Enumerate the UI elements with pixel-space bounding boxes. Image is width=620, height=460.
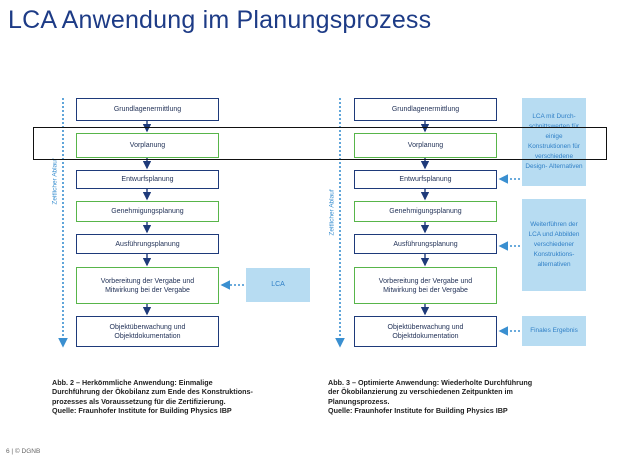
side2-line4: verschiedener: [533, 241, 575, 248]
side2-line6: alternativen: [537, 261, 571, 268]
left-step-vergabe-line2: Mitwirkung bei der Vergabe: [105, 286, 190, 294]
side1-line6: Design-: [525, 163, 548, 170]
left-step-entwurfsplanung: Entwurfsplanung: [76, 170, 219, 189]
left-step-ausfuehrungsplanung: Ausführungsplanung: [76, 234, 219, 254]
side3-line2: Ergebnis: [552, 327, 578, 334]
left-step-objekt-line2: Objektdokumentation: [114, 332, 181, 340]
side1-line1: LCA mit Durch-: [532, 113, 576, 120]
right-step-vergabe-line2: Mitwirkung bei der Vergabe: [383, 286, 468, 294]
right-side-box-weiterfuehren: Weiterführen der LCA und Abbilden versch…: [522, 199, 586, 291]
side1-line3: für einige: [545, 123, 580, 140]
left-caption: Abb. 2 – Herkömmliche Anwendung: Einmali…: [52, 378, 253, 416]
left-caption-line2: Durchführung der Ökobilanz zum Ende des …: [52, 387, 253, 397]
side1-line7: Alternativen: [548, 163, 583, 170]
side1-line5: für verschiedene: [534, 143, 580, 160]
side1-line4: Konstruktionen: [528, 143, 571, 150]
left-step-vorplanung: Vorplanung: [76, 133, 219, 158]
right-step-genehmigungsplanung: Genehmigungsplanung: [354, 201, 497, 222]
right-caption-line4: Quelle: Fraunhofer Institute for Buildin…: [328, 406, 508, 416]
side2-line3: Abbilden: [554, 231, 580, 238]
right-step-objekt-line2: Objektdokumentation: [392, 332, 459, 340]
left-caption-line4: Quelle: Fraunhofer Institute for Buildin…: [52, 406, 232, 416]
left-caption-line3: prozesses als Voraussetzung für die Zert…: [52, 396, 226, 406]
side2-line1: Weiterführen: [530, 221, 567, 228]
right-step-ausfuehrungsplanung: Ausführungsplanung: [354, 234, 497, 254]
right-side-box-design-alternativen: LCA mit Durch- schnittswerten für einige…: [522, 98, 586, 186]
side2-line5: Konstruktions-: [533, 251, 575, 258]
side1-line2: schnittswerten: [528, 123, 570, 130]
page-title: LCA Anwendung im Planungsprozess: [8, 6, 432, 34]
side3-line1: Finales: [530, 327, 551, 334]
right-step-vorplanung: Vorplanung: [354, 133, 497, 158]
right-step-entwurfsplanung: Entwurfsplanung: [354, 170, 497, 189]
right-caption-line1: Abb. 3 – Optimierte Anwendung: Wiederhol…: [328, 378, 533, 387]
right-step-vergabe-line1: Vorbereitung der Vergabe und: [378, 277, 473, 285]
left-step-genehmigungsplanung: Genehmigungsplanung: [76, 201, 219, 222]
left-caption-line1: Abb. 2 – Herkömmliche Anwendung: Einmali…: [52, 378, 213, 387]
timeline-label-right: Zeitlicher Ablauf: [328, 189, 336, 236]
left-step-grundlagenermittlung: Grundlagenermittlung: [76, 98, 219, 121]
right-side-box-finales-ergebnis: Finales Ergebnis: [522, 316, 586, 346]
left-step-vergabe-line1: Vorbereitung der Vergabe und: [100, 277, 195, 285]
right-caption-line2: der Ökobilanzierung zu verschiedenen Zei…: [328, 387, 513, 397]
left-step-objekt-line1: Objektüberwachung und: [109, 323, 186, 331]
side2-line2: der LCA und: [528, 221, 578, 238]
footer-page-number: 6 | © DGNB: [6, 448, 41, 455]
right-caption: Abb. 3 – Optimierte Anwendung: Wiederhol…: [328, 378, 532, 416]
timeline-label-left: Zeitlicher Ablauf: [51, 158, 59, 205]
right-caption-line3: Planungsprozess.: [328, 396, 390, 406]
right-step-grundlagenermittlung: Grundlagenermittlung: [354, 98, 497, 121]
left-lca-box: LCA: [246, 268, 310, 302]
right-step-objekt-line1: Objektüberwachung und: [387, 323, 464, 331]
